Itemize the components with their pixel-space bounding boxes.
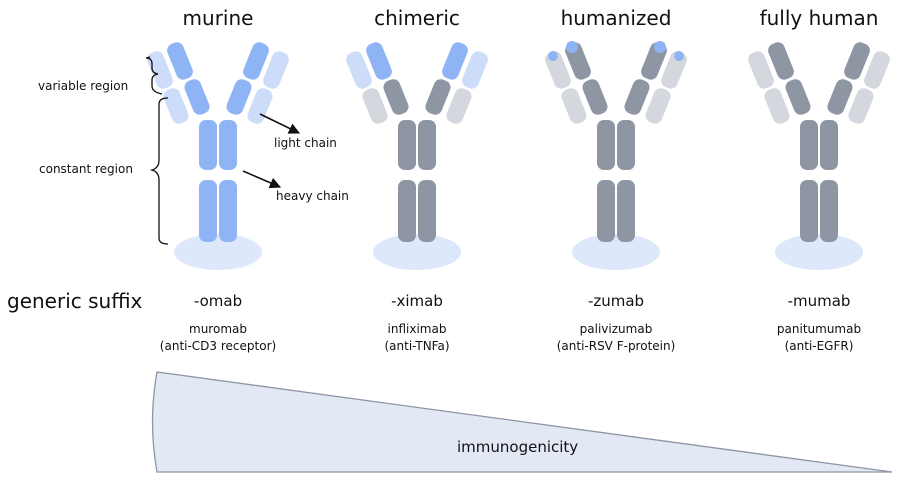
cdr-tip-heavy-right	[654, 41, 666, 53]
fully-human-title: fully human	[759, 6, 879, 30]
humanized-example: palivizumab	[579, 322, 653, 336]
chimeric-target: (anti-TNFa)	[384, 339, 450, 353]
cdr-tip-heavy-left	[566, 41, 578, 53]
fc-segment-left	[800, 180, 818, 242]
arm-light-constant-right	[645, 88, 671, 124]
immunogenicity-wedge	[151, 371, 893, 473]
arm-light-variable-left	[748, 51, 774, 89]
antibody-shadow	[572, 234, 660, 270]
chimeric-antibody-icon	[346, 42, 488, 270]
humanized-target: (anti-RSV F-protein)	[556, 339, 676, 353]
arm-heavy-constant-left	[184, 79, 210, 115]
arm-light-variable-left	[147, 51, 173, 89]
arm-heavy-constant-left	[582, 79, 608, 115]
arm-light-constant-left	[362, 88, 388, 124]
heavy-chain-ch1-right	[617, 120, 635, 170]
chimeric-example: infliximab	[387, 322, 447, 336]
fc-segment-right	[617, 180, 635, 242]
arm-heavy-constant-left	[785, 79, 811, 115]
arm-heavy-constant-right	[624, 79, 650, 115]
chimeric-suffix: -ximab	[391, 292, 443, 310]
arm-heavy-constant-left	[383, 79, 409, 115]
chimeric-title: chimeric	[374, 6, 460, 30]
heavy-chain-arrow	[242, 170, 282, 189]
fc-segment-right	[219, 180, 237, 242]
fc-segment-left	[199, 180, 217, 242]
murine-target: (anti-CD3 receptor)	[159, 339, 277, 353]
constant-region-bracket	[149, 97, 169, 245]
arm-light-constant-right	[848, 88, 874, 124]
fully-human-target: (anti-EGFR)	[784, 339, 854, 353]
arm-light-constant-left	[764, 88, 790, 124]
arm-light-constant-right	[446, 88, 472, 124]
arm-light-constant-right	[247, 88, 273, 124]
arm-light-constant-left	[561, 88, 587, 124]
heavy-chain-ch1-left	[800, 120, 818, 170]
fully-human-suffix: -mumab	[787, 292, 851, 310]
antibody-shadow	[373, 234, 461, 270]
arm-heavy-constant-right	[425, 79, 451, 115]
arm-light-variable-right	[462, 51, 488, 89]
antibody-shadow	[775, 234, 863, 270]
arm-heavy-variable-left	[768, 42, 794, 80]
arm-heavy-variable-right	[442, 42, 468, 80]
arm-heavy-variable-left	[366, 42, 392, 80]
antibody-figures	[147, 41, 890, 270]
heavy-chain-ch1-left	[398, 120, 416, 170]
constant-region-label: constant region	[39, 162, 133, 176]
human-antibody-icon	[748, 42, 890, 270]
humanized-suffix: -zumab	[587, 292, 645, 310]
heavy-chain-label: heavy chain	[276, 189, 349, 203]
arm-light-variable-right	[263, 51, 289, 89]
fully-human-example: panitumumab	[776, 322, 862, 336]
arm-heavy-variable-right	[243, 42, 269, 80]
arm-heavy-constant-right	[226, 79, 252, 115]
fc-segment-right	[418, 180, 436, 242]
heavy-chain-ch1-right	[219, 120, 237, 170]
heavy-chain-ch1-left	[199, 120, 217, 170]
arm-light-variable-right	[864, 51, 890, 89]
antibody-shadow	[174, 234, 262, 270]
immunogenicity-label: immunogenicity	[457, 438, 579, 456]
murine-example: muromab	[189, 322, 247, 336]
humanized-antibody-icon	[545, 41, 687, 270]
generic-suffix-label: generic suffix	[7, 289, 143, 313]
fc-segment-left	[398, 180, 416, 242]
cdr-tip-light-right	[674, 51, 684, 61]
variable-region-label: variable region	[38, 79, 129, 93]
humanized-title: humanized	[560, 6, 672, 30]
light-chain-arrow	[259, 113, 301, 134]
fc-segment-left	[597, 180, 615, 242]
arm-light-variable-left	[346, 51, 372, 89]
fc-segment-right	[820, 180, 838, 242]
murine-antibody-icon	[147, 42, 289, 270]
arm-heavy-constant-right	[827, 79, 853, 115]
murine-suffix: -omab	[193, 292, 243, 310]
heavy-chain-ch1-right	[820, 120, 838, 170]
heavy-chain-ch1-left	[597, 120, 615, 170]
murine-title: murine	[182, 6, 254, 30]
variable-region-bracket	[145, 56, 163, 95]
cdr-tip-light-left	[548, 51, 558, 61]
heavy-chain-ch1-right	[418, 120, 436, 170]
arm-light-constant-left	[163, 88, 189, 124]
arm-heavy-variable-left	[167, 42, 193, 80]
light-chain-label: light chain	[274, 136, 337, 150]
arm-heavy-variable-right	[844, 42, 870, 80]
